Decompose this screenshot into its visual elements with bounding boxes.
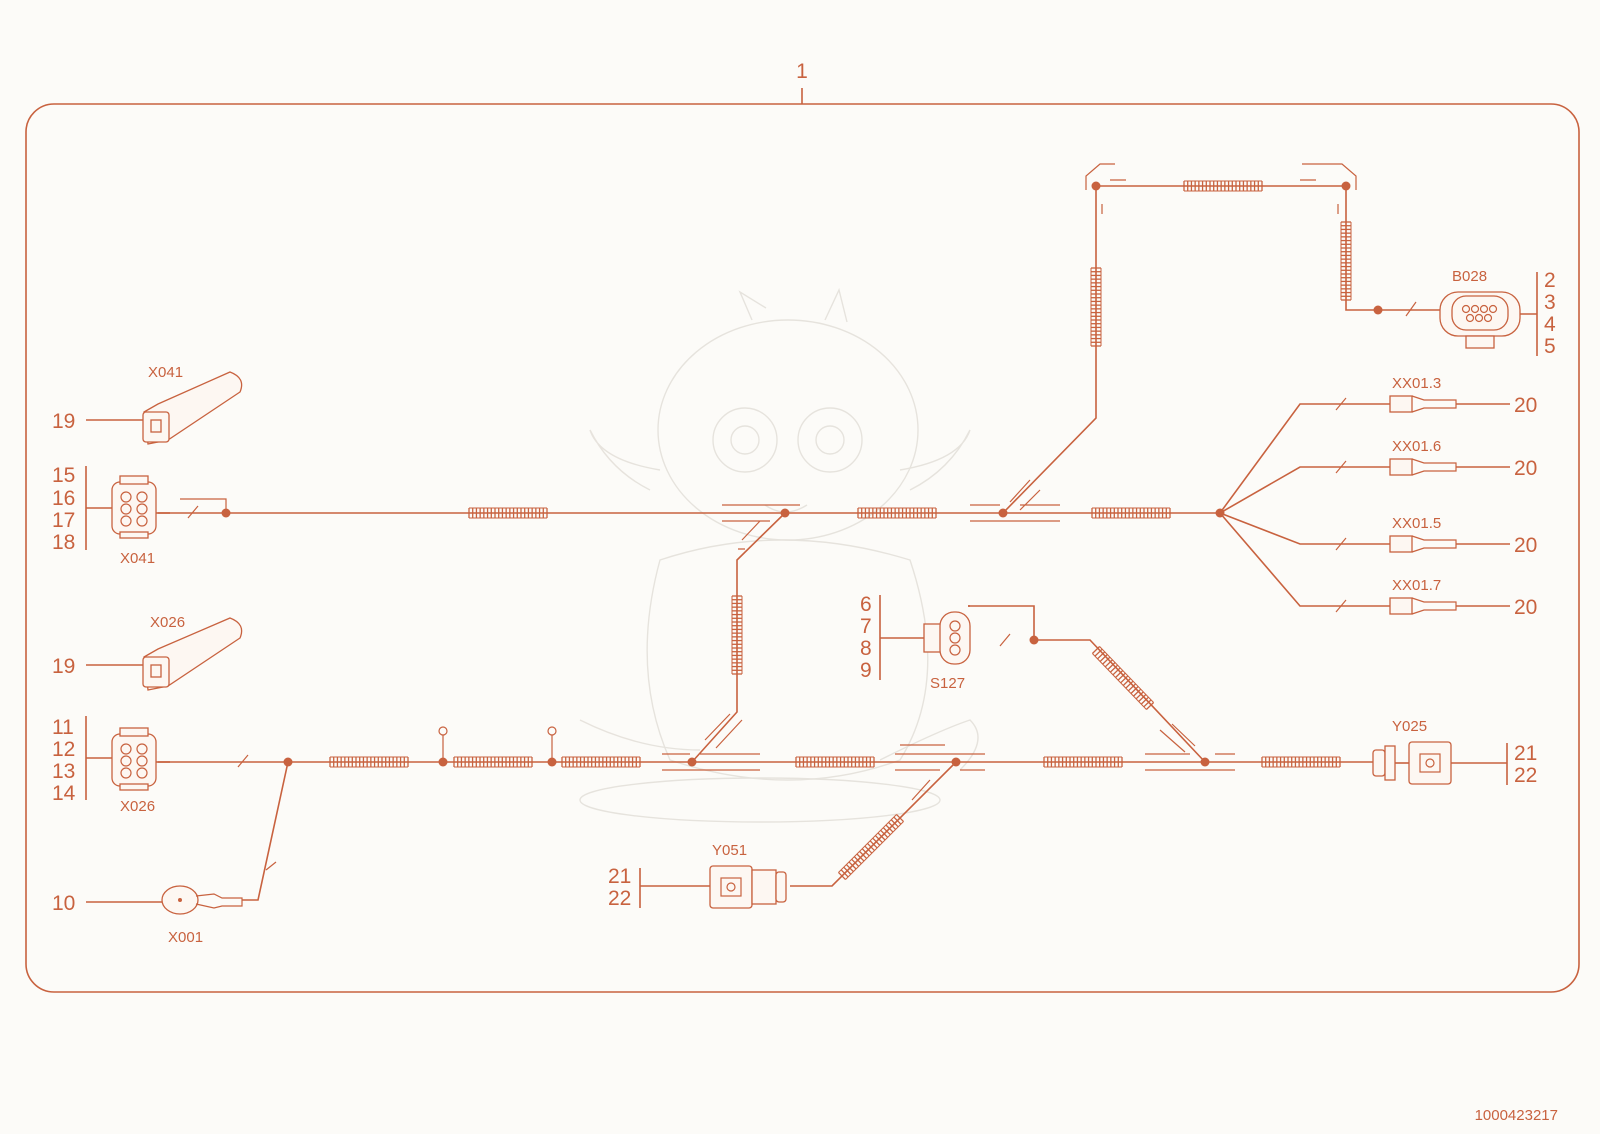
y025-label: Y025 (1392, 718, 1427, 735)
x041-socket: 15 16 17 18 X041 (52, 464, 170, 567)
x001-pin: 10 (52, 892, 75, 915)
conduit-segment (1090, 267, 1102, 347)
x041-pin-17: 17 (52, 509, 75, 532)
x026-pin-14: 14 (52, 782, 76, 805)
x041-plug-pin: 19 (52, 410, 75, 433)
s127-pin-7: 7 (860, 615, 872, 638)
xx01-7-terminal: XX01.7 20 (1389, 577, 1537, 619)
xx01-7-label: XX01.7 (1392, 577, 1441, 594)
conduit-diagonal (838, 646, 1155, 880)
x041-pin-18: 18 (52, 531, 75, 554)
y051-pin-22: 22 (608, 887, 631, 910)
y051-label: Y051 (712, 842, 747, 859)
s127-pin-6: 6 (860, 593, 872, 616)
xx01-3-pin: 20 (1514, 394, 1537, 417)
b028-sensor: B028 2 3 4 5 (1439, 268, 1556, 358)
conduit-segment (857, 507, 937, 519)
xx01-6-label: XX01.6 (1392, 438, 1441, 455)
xx01-5-label: XX01.5 (1392, 515, 1441, 532)
x026-plug-pin: 19 (52, 655, 75, 678)
conduit-vertical (731, 221, 1352, 675)
harness-wires (158, 185, 1448, 901)
x001-ring-terminal: X001 10 (52, 885, 243, 946)
document-id: 1000423217 (1475, 1107, 1558, 1124)
x026-plug: X026 19 (52, 614, 243, 691)
conduit-segment (329, 756, 409, 768)
x001-label: X001 (168, 929, 203, 946)
x026-pin-11: 11 (52, 716, 74, 739)
x026-socket-label: X026 (120, 798, 155, 815)
assembly-frame: 1 (25, 60, 1580, 993)
x026-plug-label: X026 (150, 614, 185, 631)
x026-pin-13: 13 (52, 760, 75, 783)
y025-valve: Y025 21 22 (1372, 718, 1537, 787)
conduit-segment (453, 756, 533, 768)
x041-pin-15: 15 (52, 464, 75, 487)
b028-pin-5: 5 (1544, 335, 1556, 358)
x041-plug-label: X041 (148, 364, 183, 381)
y051-valve: Y051 21 22 (608, 842, 787, 910)
y025-pin-21: 21 (1514, 742, 1537, 765)
s127-label: S127 (930, 675, 965, 692)
conduit-segment (1043, 756, 1123, 768)
conduit-segment (795, 756, 875, 768)
xx01-3-label: XX01.3 (1392, 375, 1441, 392)
x041-pin-16: 16 (52, 487, 75, 510)
x026-pin-12: 12 (52, 738, 75, 761)
x026-socket: 11 12 13 14 X026 (52, 716, 170, 815)
xx01-5-terminal: XX01.5 20 (1389, 515, 1537, 557)
xx01-6-terminal: XX01.6 20 (1389, 438, 1537, 480)
conduit-segment (1091, 646, 1155, 710)
conduit-segment (561, 756, 641, 768)
x041-socket-label: X041 (120, 550, 155, 567)
wire-marks (187, 301, 1417, 871)
s127-pin-8: 8 (860, 637, 872, 660)
b028-pin-3: 3 (1544, 291, 1556, 314)
conduit-segment (731, 595, 743, 675)
b028-label: B028 (1452, 268, 1487, 285)
splice-points (221, 181, 1383, 767)
conduit-segment (838, 814, 904, 880)
y051-pin-21: 21 (608, 865, 631, 888)
xx01-3-terminal: XX01.3 20 (1389, 375, 1537, 417)
conduit-horizontal (329, 180, 1341, 768)
y025-pin-22: 22 (1514, 764, 1537, 787)
x041-plug: X041 19 (52, 364, 243, 445)
assembly-label: 1 (796, 60, 808, 83)
conduit-segment (1340, 221, 1352, 301)
conduit-segment (1183, 180, 1263, 192)
conduit-segment (1091, 507, 1171, 519)
conduit-segment (1261, 756, 1341, 768)
s127-pin-9: 9 (860, 659, 872, 682)
conduit-segment (468, 507, 548, 519)
s127-switch: 6 7 8 9 S127 (860, 593, 971, 692)
b028-pin-4: 4 (1544, 313, 1556, 336)
junction-brackets (662, 163, 1357, 801)
b028-pin-2: 2 (1544, 269, 1556, 292)
xx01-6-pin: 20 (1514, 457, 1537, 480)
xx01-7-pin: 20 (1514, 596, 1537, 619)
mascot-watermark (579, 287, 979, 823)
xx01-5-pin: 20 (1514, 534, 1537, 557)
